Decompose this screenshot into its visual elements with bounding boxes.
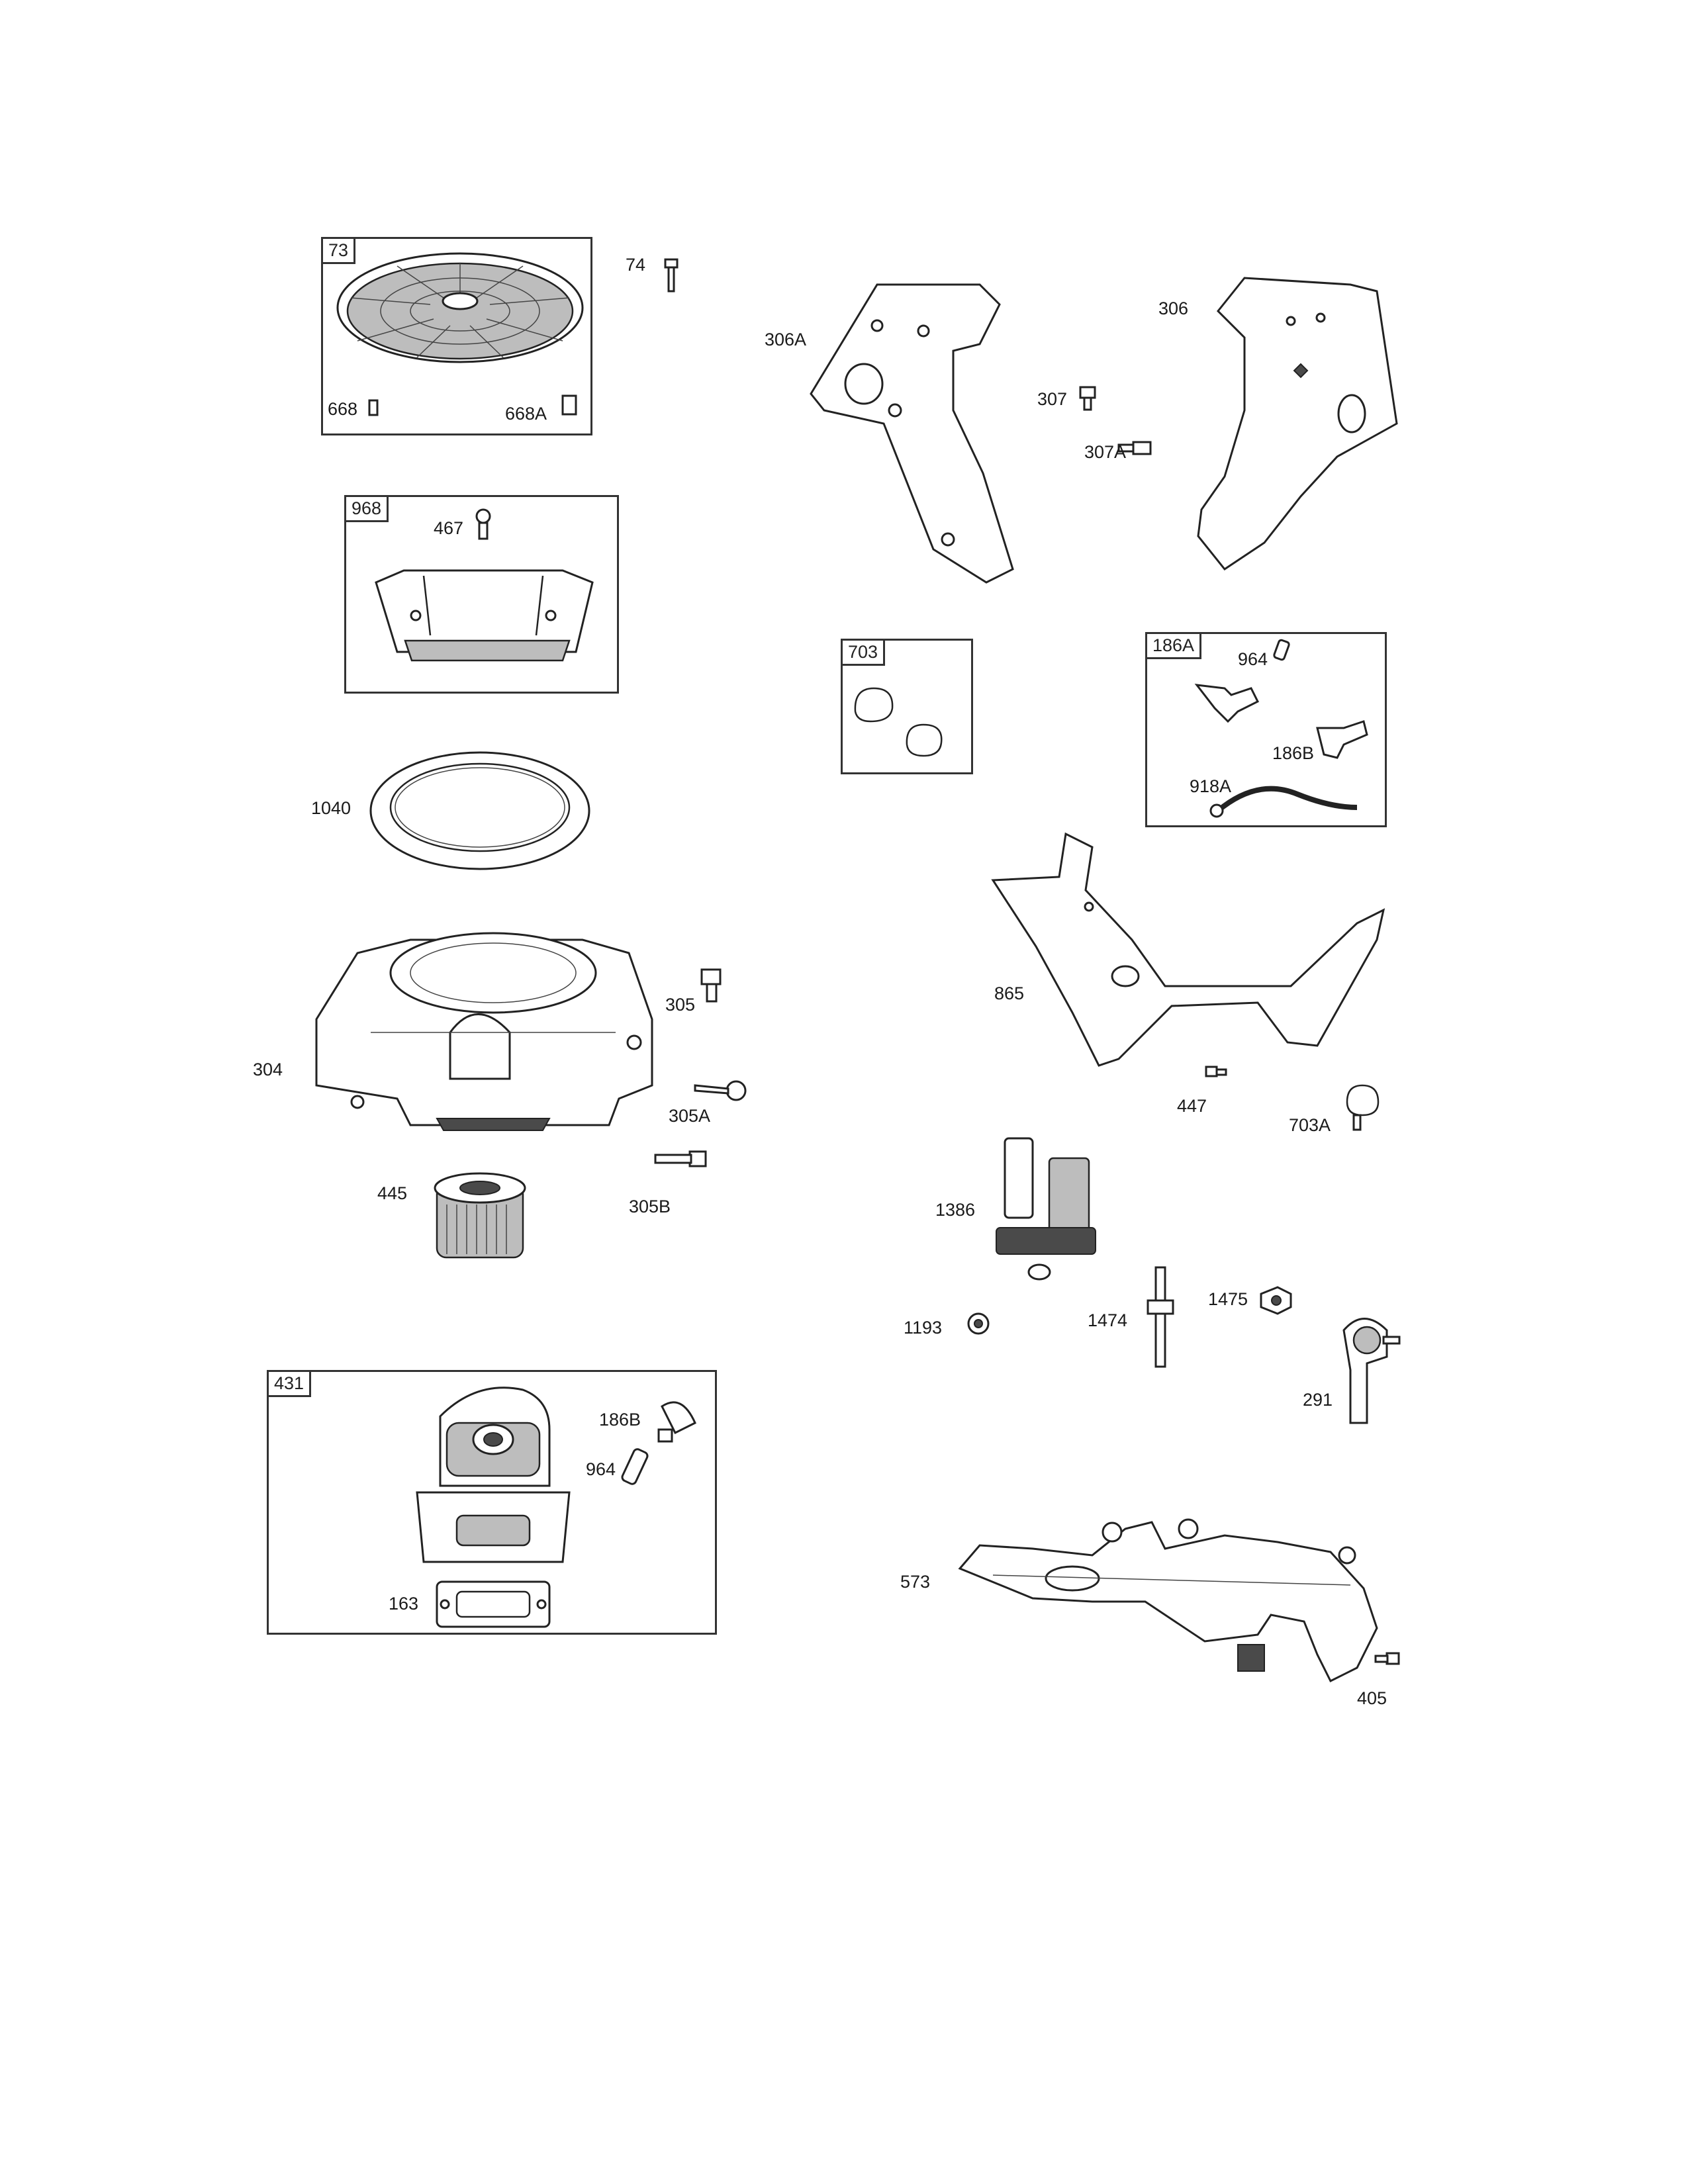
part-label-305A: 305A: [669, 1106, 711, 1126]
part-1474-stud: [1147, 1266, 1174, 1368]
part-label-447: 447: [1177, 1096, 1207, 1116]
part-447-screw: [1205, 1066, 1227, 1077]
part-label-668A: 668A: [505, 404, 547, 424]
part-label-467: 467: [434, 518, 464, 538]
part-label-163: 163: [389, 1594, 419, 1614]
group-box-73: 73: [321, 237, 592, 435]
group-box-186A: 186A: [1145, 632, 1387, 827]
part-label-304: 304: [253, 1060, 283, 1079]
part-label-865: 865: [994, 983, 1025, 1003]
part-445-air-filter: [434, 1172, 526, 1259]
part-1386-assembly: [996, 1137, 1096, 1281]
group-tag-186A: 186A: [1145, 632, 1202, 659]
part-306A-shield: [810, 283, 1014, 584]
part-1193-screw: [967, 1312, 990, 1335]
part-968-cover: [375, 569, 594, 662]
part-label-1475: 1475: [1208, 1289, 1248, 1309]
part-703-clamps: [854, 687, 943, 757]
part-305B-bolt: [654, 1150, 707, 1167]
part-291-switch: [1342, 1318, 1401, 1424]
part-467-fastener: [475, 508, 491, 540]
part-label-573: 573: [900, 1572, 931, 1592]
part-865-bracket: [991, 832, 1385, 1067]
part-306-shield: [1197, 277, 1398, 571]
part-163-gasket: [436, 1580, 551, 1628]
part-label-964-431: 964: [586, 1459, 616, 1479]
part-label-306: 306: [1158, 298, 1189, 318]
group-box-431: 431: [267, 1370, 717, 1635]
part-label-1386: 1386: [935, 1200, 976, 1220]
part-label-703A: 703A: [1289, 1115, 1331, 1135]
part-label-186B-186A: 186B: [1272, 743, 1315, 763]
part-label-1474: 1474: [1088, 1310, 1128, 1330]
part-label-445: 445: [377, 1183, 408, 1203]
part-label-186B-431: 186B: [599, 1410, 641, 1430]
part-label-74: 74: [626, 255, 646, 275]
group-tag-703: 703: [841, 639, 886, 666]
part-703A-clamp: [1346, 1084, 1380, 1131]
part-label-305B: 305B: [629, 1197, 671, 1216]
part-label-405: 405: [1357, 1688, 1387, 1708]
part-1040-gasket: [369, 751, 590, 870]
part-1475-nut: [1260, 1286, 1292, 1315]
group-tag-968: 968: [344, 495, 389, 522]
part-label-307A: 307A: [1084, 442, 1127, 462]
part-186B-fitting: [657, 1401, 696, 1443]
part-label-668: 668: [328, 399, 358, 419]
part-305-bolt: [700, 968, 722, 1003]
part-label-305: 305: [665, 995, 696, 1015]
part-307A-screw: [1117, 441, 1152, 455]
part-label-1193: 1193: [904, 1318, 943, 1338]
part-405-screw: [1374, 1652, 1400, 1665]
part-label-306A: 306A: [765, 330, 807, 349]
part-label-964-186A: 964: [1238, 649, 1268, 669]
part-73-rotating-screen: [336, 252, 584, 416]
group-tag-73: 73: [321, 237, 356, 264]
part-964-tube: [621, 1448, 649, 1485]
part-label-307: 307: [1037, 389, 1068, 409]
part-74-screw: [664, 258, 679, 293]
part-label-291: 291: [1303, 1390, 1333, 1410]
part-label-918A: 918A: [1190, 776, 1232, 796]
group-box-968: 968: [344, 495, 619, 694]
part-573-baffle: [958, 1518, 1378, 1683]
part-186A-fittings: [1194, 639, 1368, 818]
part-305A-bolt: [694, 1080, 747, 1101]
group-box-703: 703: [841, 639, 973, 774]
part-307-screw: [1079, 386, 1096, 411]
group-tag-431: 431: [267, 1370, 312, 1397]
part-431-air-cleaner-base: [416, 1387, 571, 1563]
part-304-blower-housing: [315, 932, 653, 1131]
part-label-1040: 1040: [311, 798, 352, 818]
